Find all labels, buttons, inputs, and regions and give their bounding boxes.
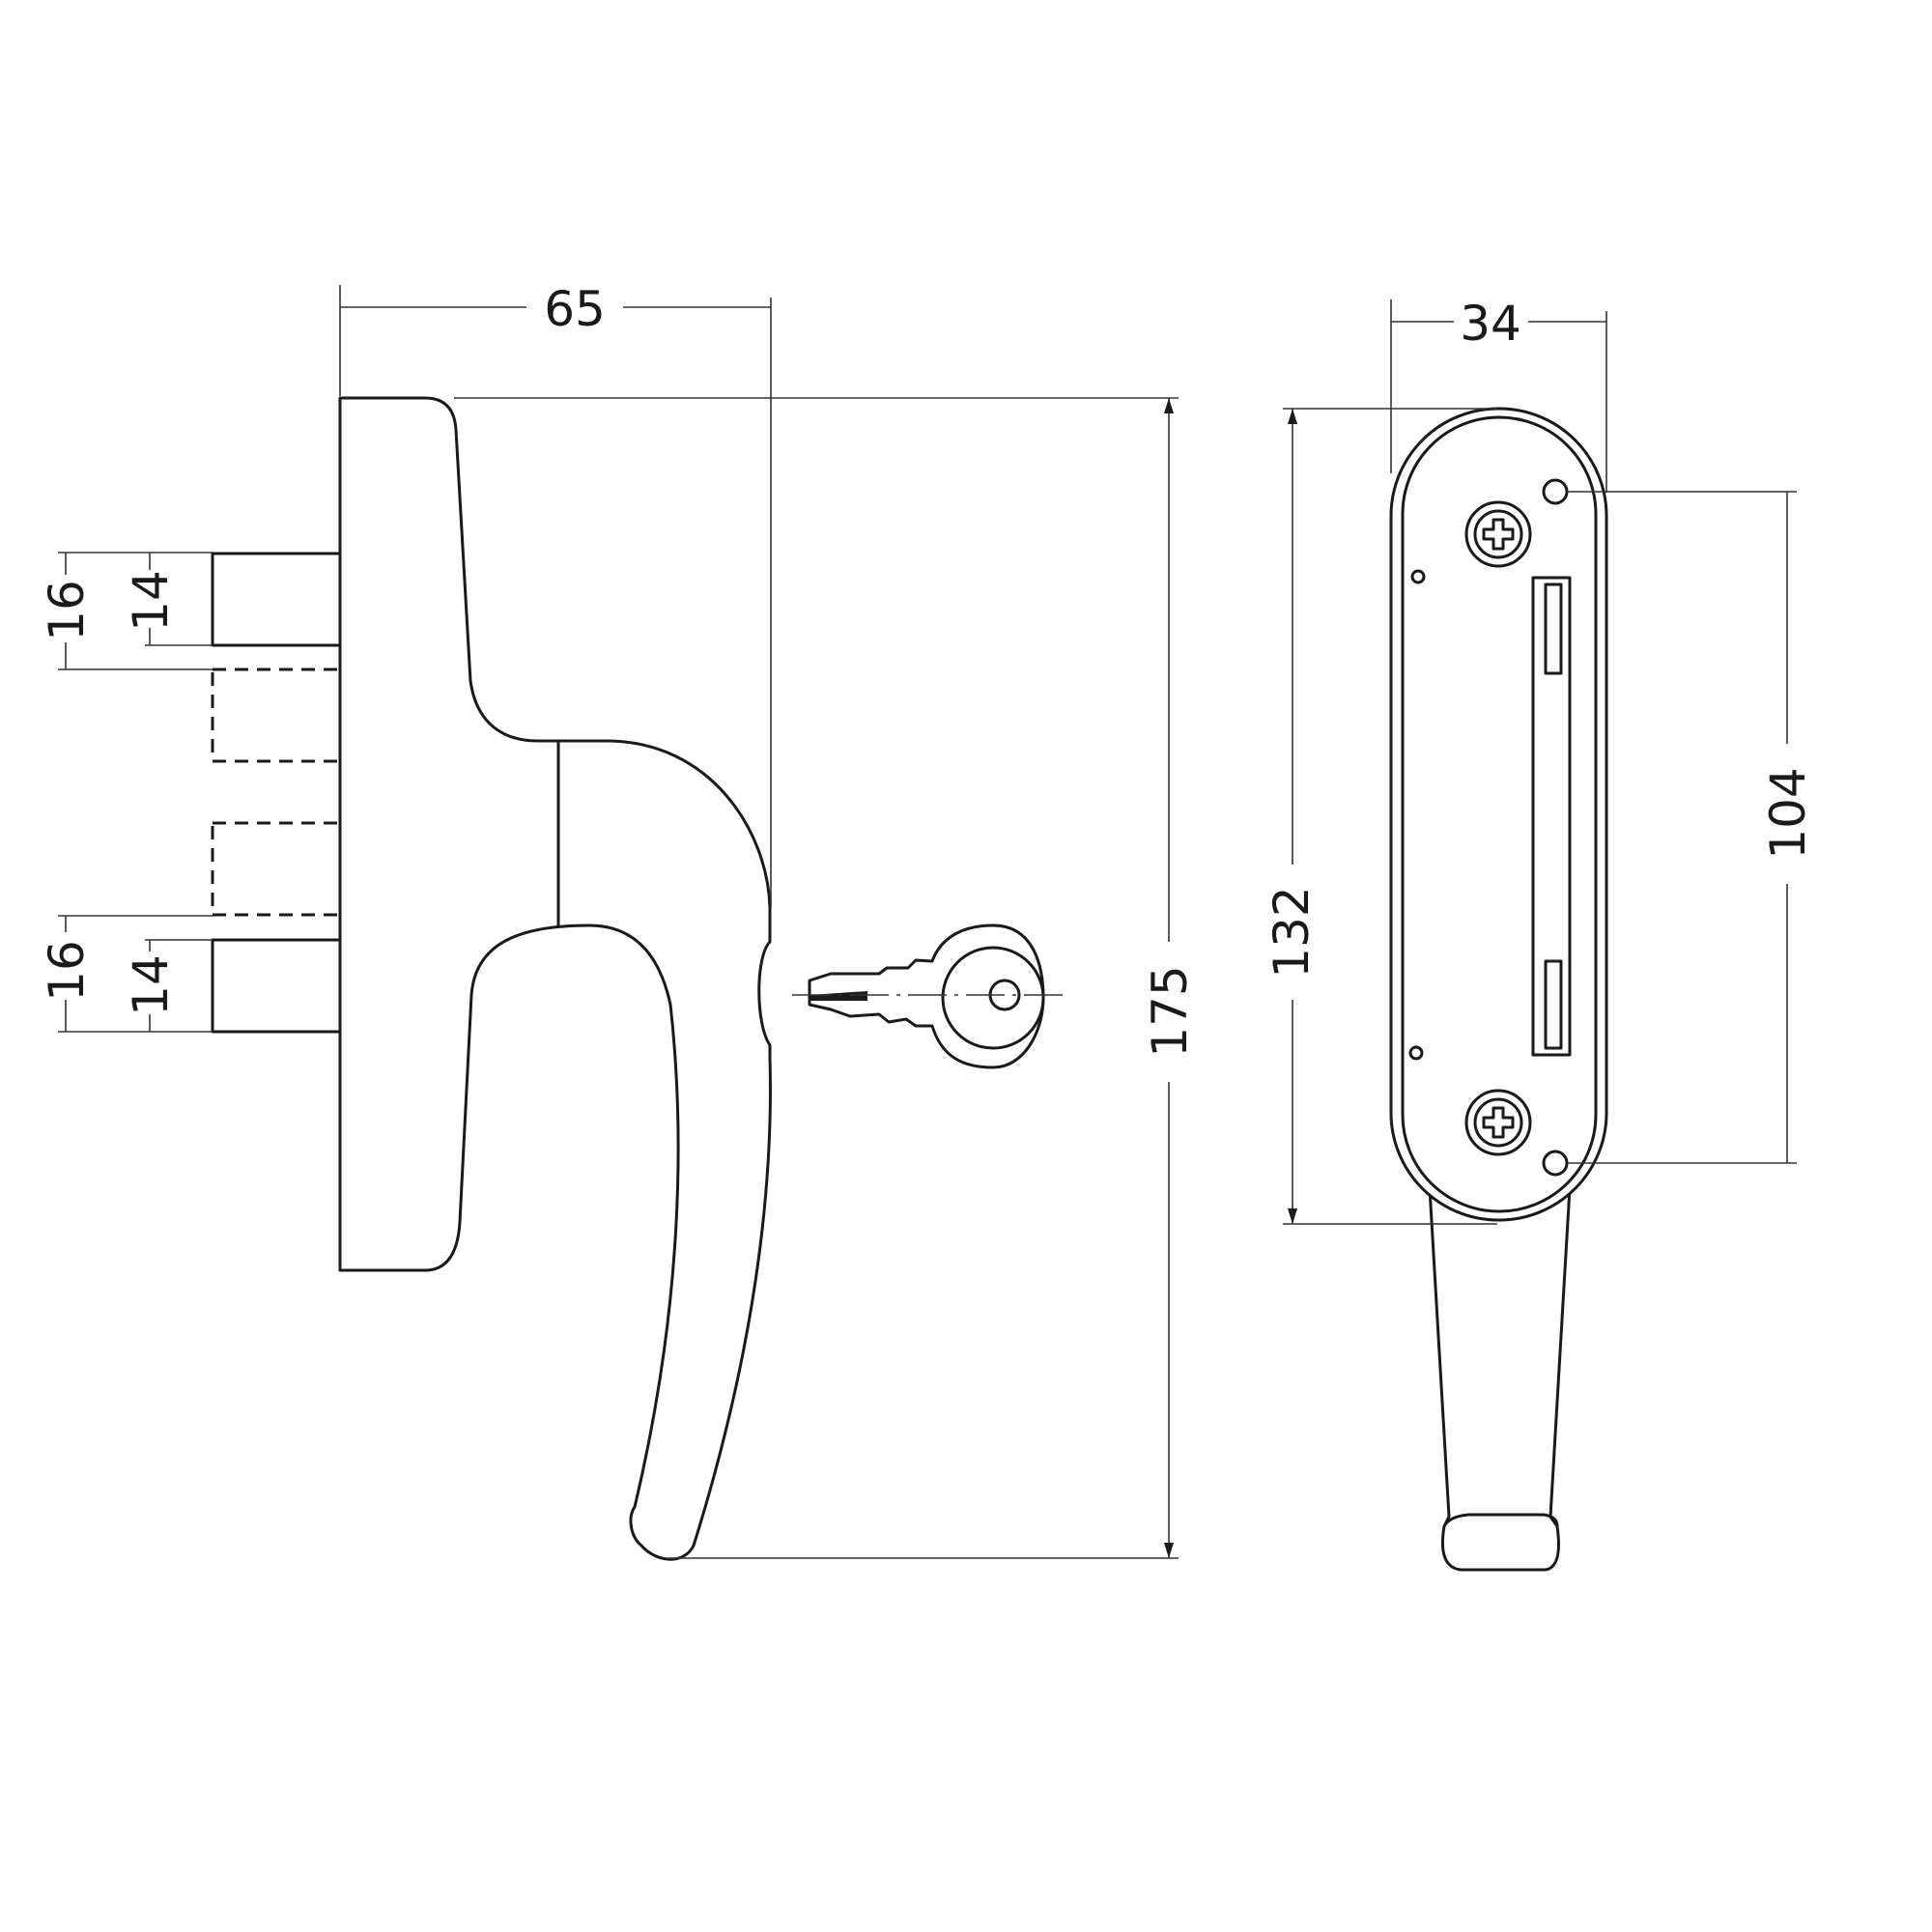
dim-plate-height: 132 — [1264, 886, 1320, 978]
spindle-bottom-dashed — [211, 821, 342, 917]
dimension-spindle-top: 16 14 — [39, 552, 213, 670]
dimension-175: 175 — [454, 397, 1198, 1559]
dim-spindle-bottom-outer: 16 — [39, 940, 95, 1002]
handle-side-outline — [338, 396, 772, 1561]
key-icon — [792, 923, 1063, 1069]
dimension-34: 34 — [1390, 296, 1607, 493]
dim-width-side: 65 — [544, 281, 606, 337]
dimension-spindle-bottom: 16 14 — [39, 915, 213, 1033]
dim-spindle-top-outer: 16 — [39, 580, 95, 641]
dimension-65: 65 — [339, 281, 772, 908]
spindle-bottom-solid — [211, 938, 342, 1034]
spindle-top-dashed — [211, 668, 342, 763]
dim-width-front: 34 — [1460, 296, 1521, 352]
side-view: 65 175 16 14 — [39, 281, 1198, 1561]
dim-spindle-bottom-inner: 14 — [123, 954, 179, 1016]
screw-bottom-icon — [1464, 1089, 1532, 1156]
pin-bottom — [1408, 1045, 1424, 1061]
pin-top — [1410, 569, 1426, 584]
dim-spindle-top-inner: 14 — [123, 570, 179, 632]
dimension-132: 132 — [1264, 408, 1497, 1225]
slot-outer — [1531, 576, 1572, 1057]
rosette-inner-edge — [1401, 415, 1598, 1213]
slot-window-bottom — [1544, 959, 1563, 1050]
screw-top-icon — [1464, 500, 1532, 568]
dimension-104: 104 — [1567, 491, 1816, 1164]
dim-height-side: 175 — [1142, 965, 1198, 1057]
lever-front — [1428, 1186, 1572, 1572]
front-view: 34 132 104 — [1264, 296, 1816, 1572]
rosette-plate — [1389, 407, 1608, 1222]
slot-window-top — [1544, 582, 1563, 675]
spindle-top-solid — [211, 552, 342, 647]
dim-hole-spacing: 104 — [1760, 767, 1816, 859]
